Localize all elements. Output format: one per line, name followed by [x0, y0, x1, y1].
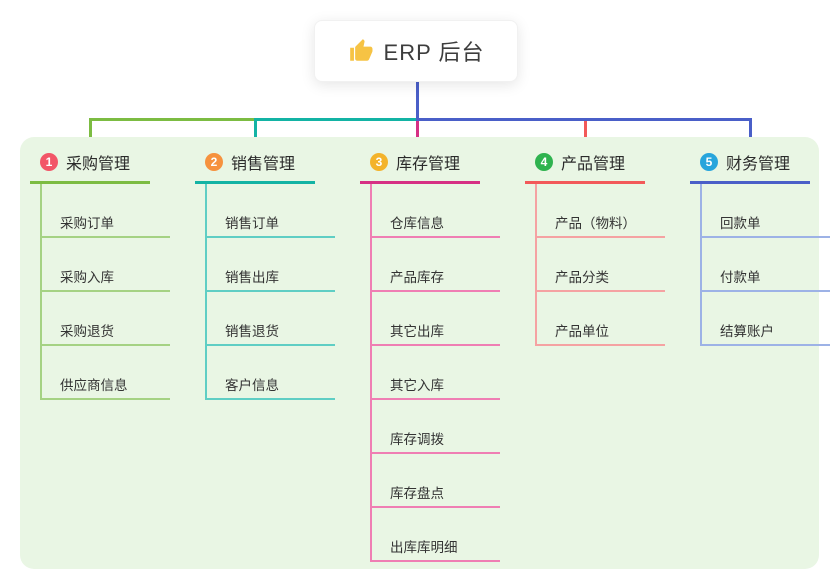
root-title: ERP 后台 [383, 40, 485, 65]
node-item[interactable]: 付款单 [702, 238, 839, 292]
thumbs-up-icon [348, 38, 374, 64]
node-item[interactable]: 仓库信息 [372, 184, 510, 238]
branch-title: 产品管理 [561, 156, 626, 173]
branch-header-sales[interactable]: 2 销售管理 [195, 150, 315, 184]
node-item[interactable]: 结算账户 [702, 292, 839, 346]
branch-number-badge: 5 [700, 153, 718, 171]
branch-number-badge: 1 [40, 153, 58, 171]
branch-number-badge: 4 [535, 153, 553, 171]
node-item[interactable]: 销售出库 [207, 238, 345, 292]
node-item[interactable]: 产品库存 [372, 238, 510, 292]
branch-header-purchase[interactable]: 1 采购管理 [30, 150, 150, 184]
branch-number-badge: 2 [205, 153, 223, 171]
branch-column-purchase: 1 采购管理 采购订单 采购入库 采购退货 供应商信息 [30, 150, 180, 400]
branch-title: 采购管理 [66, 156, 131, 173]
branch-title: 库存管理 [396, 156, 461, 173]
branch-title: 财务管理 [726, 156, 791, 173]
node-item[interactable]: 采购退货 [42, 292, 180, 346]
connector-drop-purchase [89, 118, 92, 150]
branch-column-product: 4 产品管理 产品（物料） 产品分类 产品单位 [525, 150, 675, 346]
connector-horizontal-purchase [89, 118, 257, 121]
branches-panel [20, 137, 819, 569]
branch-header-product[interactable]: 4 产品管理 [525, 150, 645, 184]
node-item[interactable]: 销售退货 [207, 292, 345, 346]
node-item[interactable]: 供应商信息 [42, 346, 180, 400]
node-item[interactable]: 产品（物料） [537, 184, 675, 238]
node-item[interactable]: 采购入库 [42, 238, 180, 292]
node-item[interactable]: 出库库明细 [372, 508, 510, 562]
branch-column-inventory: 3 库存管理 仓库信息 产品库存 其它出库 其它入库 库存调拨 库存盘点 出库库… [360, 150, 510, 562]
branch-header-finance[interactable]: 5 财务管理 [690, 150, 810, 184]
branch-header-inventory[interactable]: 3 库存管理 [360, 150, 480, 184]
branch-items: 产品（物料） 产品分类 产品单位 [535, 184, 675, 346]
connector-drop-product [584, 121, 587, 150]
node-item[interactable]: 产品分类 [537, 238, 675, 292]
branch-items: 采购订单 采购入库 采购退货 供应商信息 [40, 184, 180, 400]
connector-drop-inventory [416, 121, 419, 150]
branch-column-finance: 5 财务管理 回款单 付款单 结算账户 [690, 150, 839, 346]
connector-trunk [416, 82, 419, 119]
connector-drop-finance [749, 118, 752, 150]
node-item[interactable]: 库存盘点 [372, 454, 510, 508]
root-node[interactable]: ERP 后台 [314, 20, 518, 82]
node-item[interactable]: 其它入库 [372, 346, 510, 400]
node-item[interactable]: 其它出库 [372, 292, 510, 346]
node-item[interactable]: 回款单 [702, 184, 839, 238]
connector-drop-sales [254, 118, 257, 150]
branch-number-badge: 3 [370, 153, 388, 171]
branch-title: 销售管理 [231, 156, 296, 173]
branch-items: 销售订单 销售出库 销售退货 客户信息 [205, 184, 345, 400]
branch-items: 回款单 付款单 结算账户 [700, 184, 839, 346]
node-item[interactable]: 产品单位 [537, 292, 675, 346]
connector-horizontal-sales [254, 118, 419, 121]
branch-column-sales: 2 销售管理 销售订单 销售出库 销售退货 客户信息 [195, 150, 345, 400]
node-item[interactable]: 采购订单 [42, 184, 180, 238]
node-item[interactable]: 客户信息 [207, 346, 345, 400]
connector-horizontal-finance [416, 118, 752, 121]
branch-items: 仓库信息 产品库存 其它出库 其它入库 库存调拨 库存盘点 出库库明细 [370, 184, 510, 562]
node-item[interactable]: 销售订单 [207, 184, 345, 238]
node-item[interactable]: 库存调拨 [372, 400, 510, 454]
